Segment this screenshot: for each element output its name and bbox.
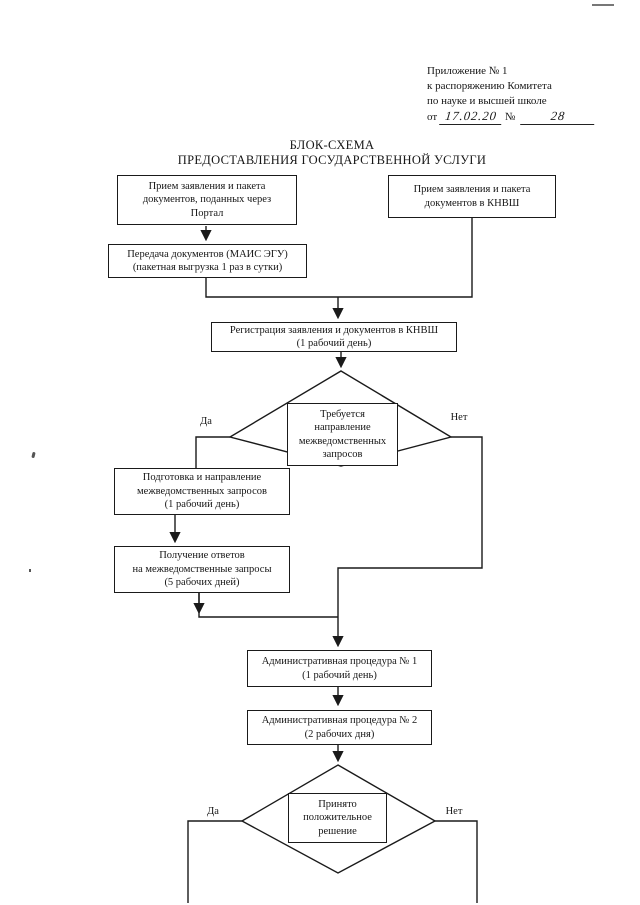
box-line: Портал — [190, 207, 224, 219]
connector-no1-to-procedure1 — [332, 436, 483, 648]
box-line: Регистрация заявления и документов в КНВ… — [229, 324, 439, 336]
title-line: ПРЕДОСТАВЛЕНИЯ ГОСУДАРСТВЕННОЙ УСЛУГИ — [177, 152, 487, 167]
prepare-requests-box: Подготовка и направление межведомственны… — [114, 468, 290, 515]
decision-positive-label-box: Принято положительное решение — [288, 793, 387, 843]
box-line: Получение ответов — [159, 550, 245, 562]
connector-no2-down — [435, 820, 478, 903]
handwritten-date: 17.02.20 — [439, 109, 504, 125]
box-line: запросов — [322, 449, 363, 460]
connector-transfer-to-merge — [205, 278, 338, 298]
box-line: Принято — [318, 798, 357, 810]
connector-yes1-to-prepare — [195, 436, 230, 468]
box-line: решение — [318, 825, 357, 837]
box-line: Передача документов (МАИС ЭГУ) — [127, 248, 288, 260]
box-line: положительное — [303, 812, 372, 824]
decision-interagency-label-box: Требуется направление межведомственных з… — [287, 403, 398, 466]
registration-box: Регистрация заявления и документов в КНВ… — [211, 322, 457, 352]
handwritten-number: 28 — [520, 109, 597, 125]
box-line: Прием заявления и пакета — [413, 184, 531, 195]
procedure1-box: Административная процедура № 1 (1 рабочи… — [247, 650, 432, 687]
box-line: (пакетная выгрузка 1 раз в сутки) — [132, 262, 283, 273]
decision2-no-label: Нет — [445, 806, 463, 817]
box-line: (1 рабочий день) — [296, 338, 372, 349]
box-line: (2 рабочих дня) — [304, 728, 375, 740]
annex-line: по науке и высшей школе — [427, 95, 547, 107]
receive-responses-box: Получение ответов на межведомственные за… — [114, 546, 290, 593]
decision1-no-label: Нет — [450, 412, 468, 423]
box-line: Прием заявления и пакета — [148, 180, 266, 192]
box-line: документов в КНВШ — [424, 197, 520, 209]
procedure2-box: Административная процедура № 2 (2 рабочи… — [247, 710, 432, 745]
scan-artifact-speck — [29, 569, 31, 572]
annex-line: к распоряжению Комитета — [427, 80, 552, 92]
connector-responses-to-merge2 — [198, 593, 338, 618]
connector-knvsh-to-merge — [338, 218, 473, 298]
title-line: БЛОК-СХЕМА — [289, 138, 375, 152]
decision1-yes-label: Да — [200, 416, 212, 427]
from-label: от — [427, 111, 438, 123]
box-line: (1 рабочий день) — [164, 499, 240, 511]
number-sign-label: № — [504, 111, 516, 123]
transfer-documents-box: Передача документов (МАИС ЭГУ) (пакетная… — [108, 244, 307, 278]
box-line: Административная процедура № 1 — [261, 656, 418, 667]
scan-artifact-dash — [592, 4, 614, 6]
box-line: межведомственных запросов — [137, 485, 267, 497]
page-title: БЛОК-СХЕМА ПРЕДОСТАВЛЕНИЯ ГОСУДАРСТВЕННО… — [25, 138, 639, 167]
annex-line: Приложение № 1 — [427, 65, 508, 77]
decision2-yes-label: Да — [207, 806, 219, 817]
box-line: направление — [314, 422, 371, 433]
connector-yes2-down — [187, 820, 242, 903]
knvsh-intake-box: Прием заявления и пакета документов в КН… — [388, 175, 556, 218]
box-line: на межведомственные запросы — [132, 563, 272, 575]
box-line: (5 рабочих дней) — [164, 577, 240, 589]
box-line: Административная процедура № 2 — [261, 715, 418, 726]
box-line: документов, поданных через — [142, 194, 272, 206]
annex-header: Приложение № 1 к распоряжению Комитета п… — [427, 64, 597, 125]
box-line: (1 рабочий день) — [302, 669, 377, 681]
box-line: межведомственных — [298, 435, 387, 447]
box-line: Требуется — [320, 408, 365, 420]
box-line: Подготовка и направление — [142, 472, 262, 484]
portal-intake-box: Прием заявления и пакета документов, под… — [117, 175, 297, 225]
